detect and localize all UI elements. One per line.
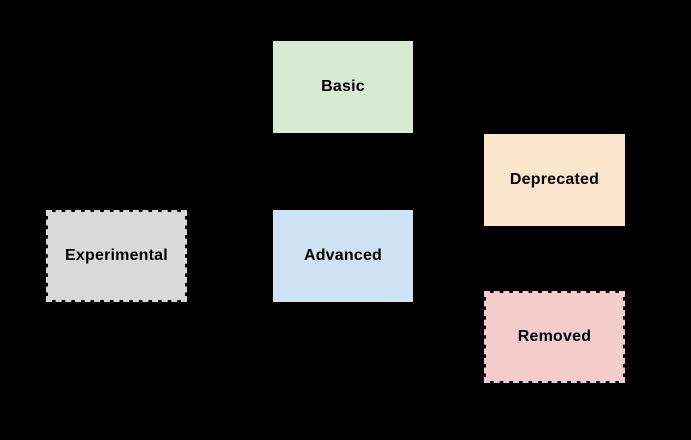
node-label-deprecated: Deprecated bbox=[509, 171, 600, 188]
node-advanced: Advanced bbox=[273, 210, 413, 302]
node-removed: Removed bbox=[484, 291, 625, 383]
node-label-experimental: Experimental bbox=[65, 247, 168, 264]
node-basic: Basic bbox=[273, 41, 413, 133]
node-label-advanced: Advanced bbox=[303, 247, 383, 264]
node-deprecated: Deprecated bbox=[484, 134, 625, 226]
node-label-removed: Removed bbox=[517, 328, 592, 345]
node-experimental: Experimental bbox=[46, 210, 187, 302]
node-label-basic: Basic bbox=[321, 78, 365, 95]
